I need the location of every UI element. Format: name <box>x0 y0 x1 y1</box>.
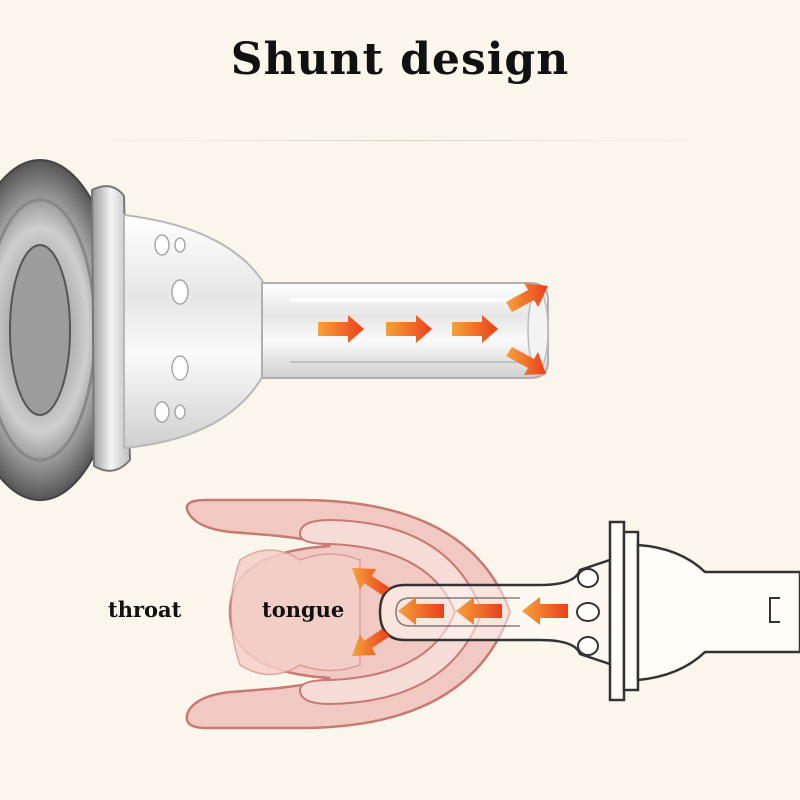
mouthpiece-body <box>123 213 266 450</box>
tongue-region <box>230 549 361 676</box>
arrow-icon <box>352 568 390 595</box>
mouthpiece-product <box>0 159 549 501</box>
arrow-icon <box>398 597 444 625</box>
airflow-arrows-top <box>318 283 548 375</box>
arrow-icon <box>506 347 546 375</box>
arrow-icon <box>522 597 568 625</box>
arrow-icon <box>352 629 390 656</box>
mouth-cross-section <box>185 498 800 730</box>
airflow-arrows-bottom <box>352 568 568 656</box>
arrow-icon <box>452 315 498 343</box>
mouthpiece-flange <box>90 185 132 472</box>
arrow-icon <box>456 597 502 625</box>
vent-holes-outline <box>576 568 600 656</box>
tongue-label: tongue <box>262 597 345 622</box>
arrow-icon <box>506 283 548 312</box>
handle-outline <box>636 543 800 682</box>
title-divider <box>90 140 710 141</box>
throat-label: throat <box>108 597 182 622</box>
flange-outline <box>608 520 626 702</box>
page-title: Shunt design <box>230 34 570 85</box>
arrow-icon <box>386 315 432 343</box>
arrow-icon <box>318 315 364 343</box>
vent-holes <box>154 234 189 423</box>
